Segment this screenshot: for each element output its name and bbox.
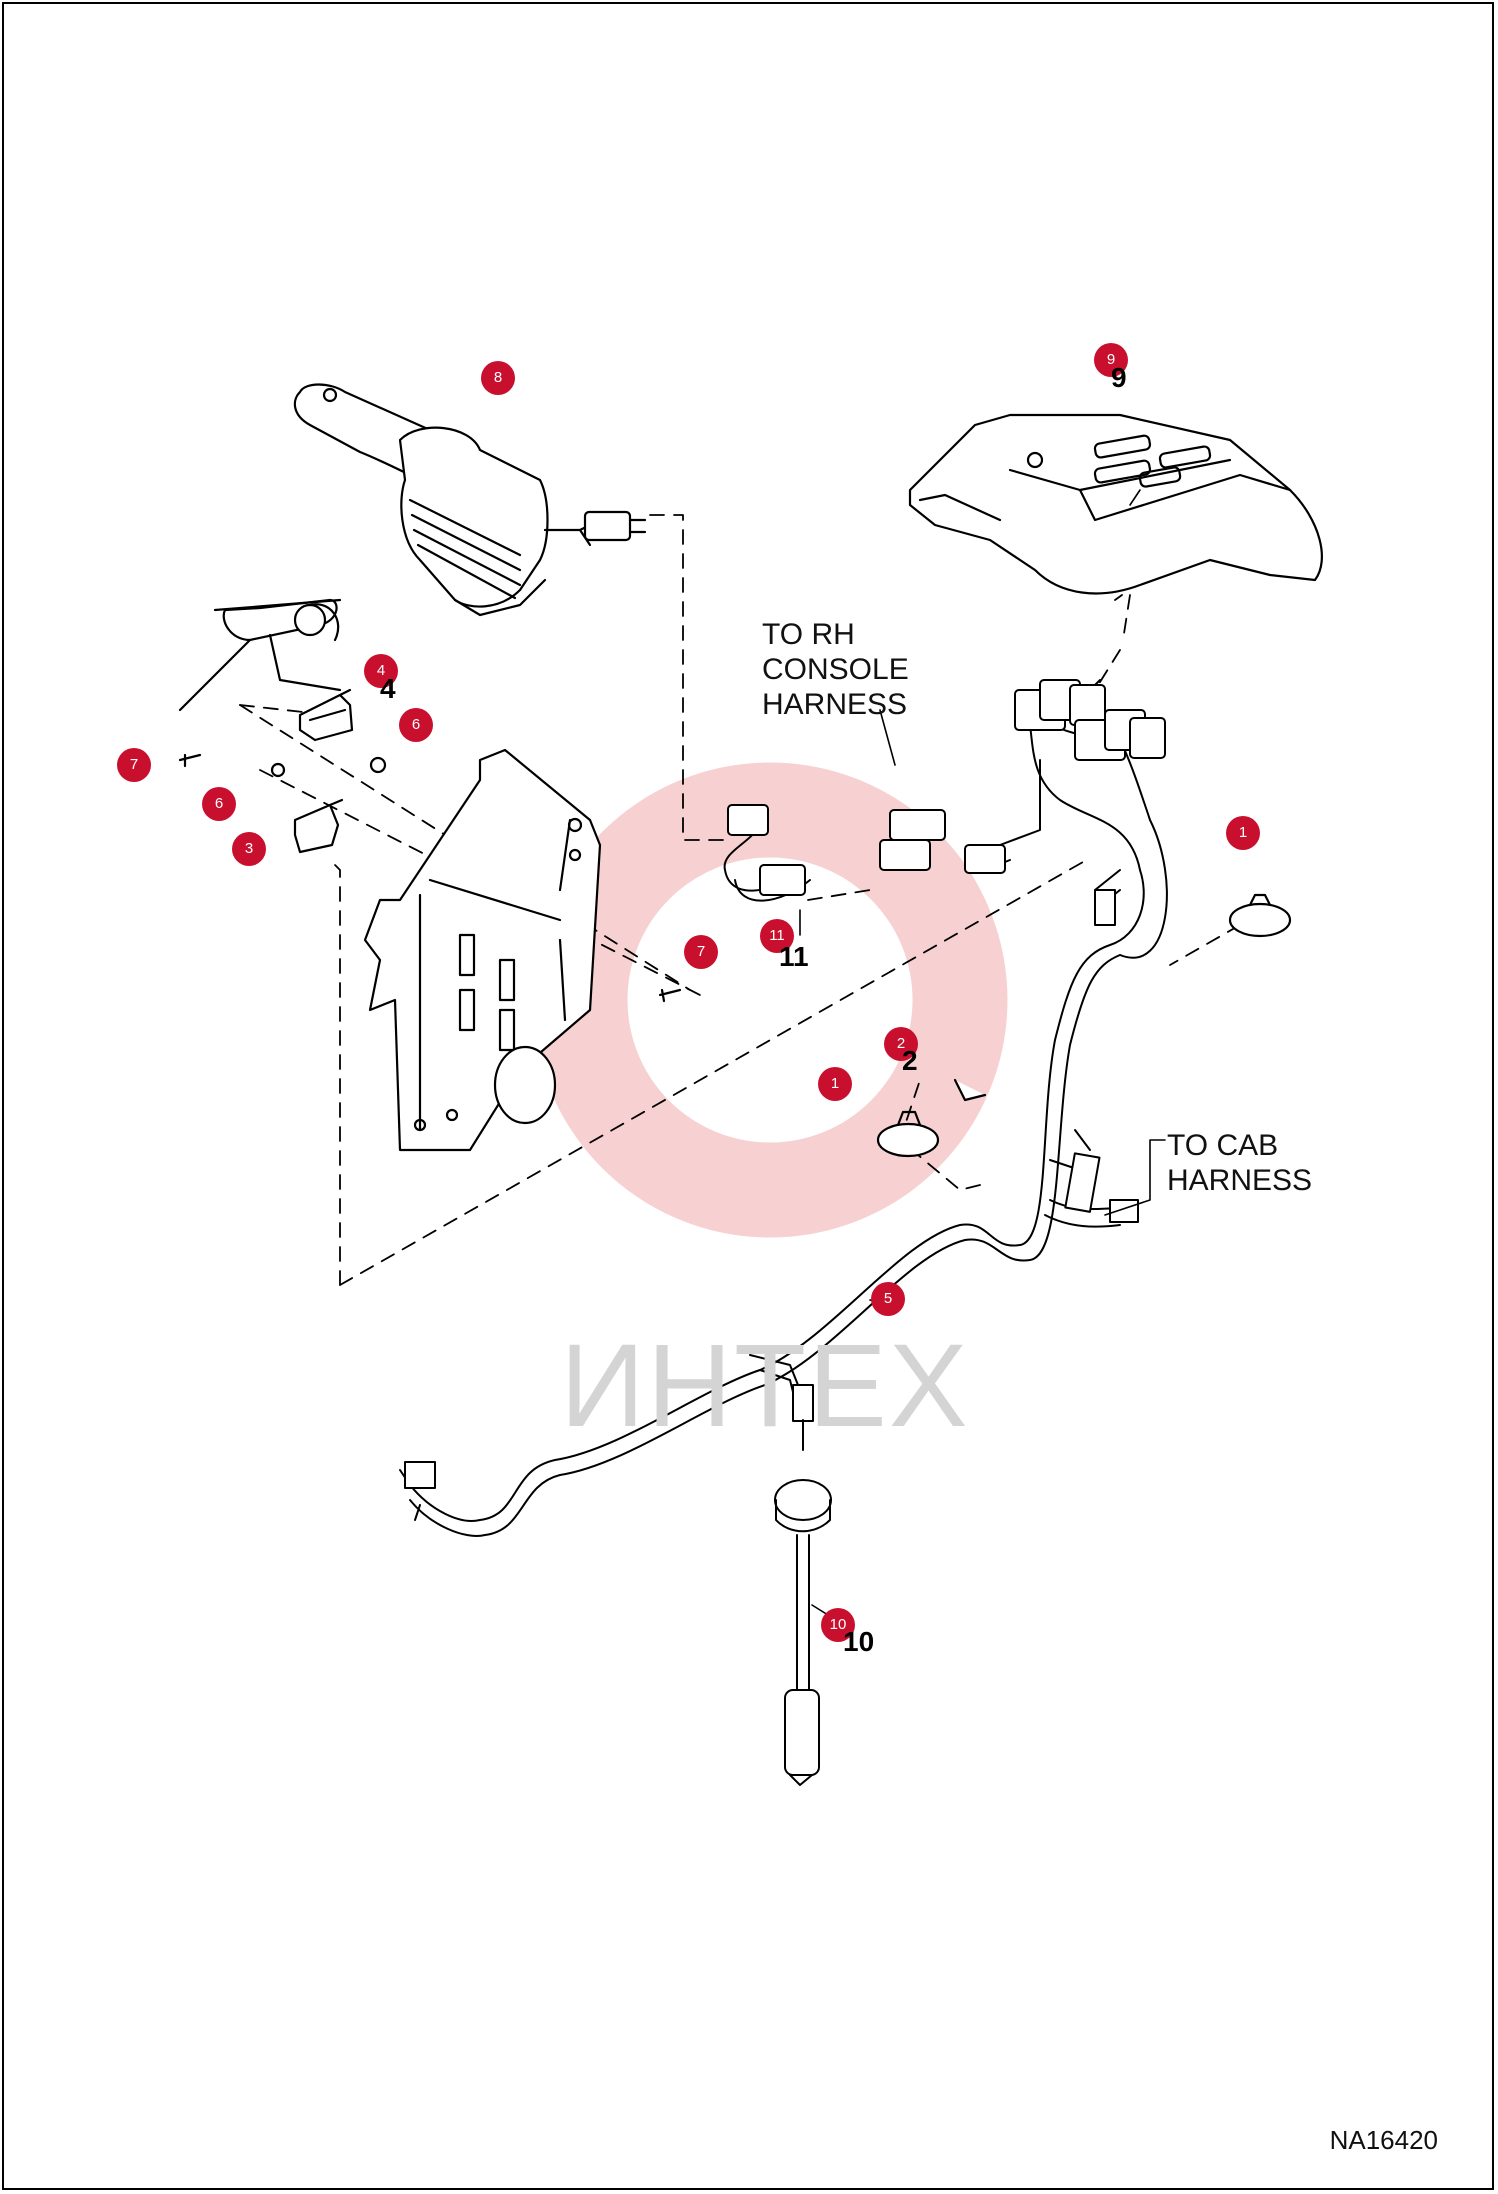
watermark-text: ИНТЕХ	[560, 1320, 970, 1452]
note-cab-harness: TO CAB HARNESS	[1167, 1129, 1313, 1197]
part-number-4: 4	[380, 673, 396, 704]
callout-9: 9	[1094, 343, 1128, 377]
wire-harness	[399, 679, 1168, 1786]
clamp-1-right	[1228, 893, 1292, 938]
callout-1: 1	[818, 1067, 852, 1101]
callout-8: 8	[481, 361, 515, 395]
switch-3	[293, 798, 344, 854]
callout-3: 3	[232, 832, 266, 866]
part-number-9: 9	[1111, 362, 1127, 393]
callout-4: 4	[364, 654, 398, 688]
callout-10: 10	[821, 1608, 855, 1642]
callout-7: 7	[684, 935, 718, 969]
callout-1: 1	[1226, 816, 1260, 850]
joystick-handle	[293, 383, 647, 617]
callout-7: 7	[117, 748, 151, 782]
callout-6: 6	[202, 787, 236, 821]
part-number-2: 2	[902, 1045, 918, 1076]
fasteners	[178, 753, 987, 1102]
figure-id: NA16420	[1329, 2125, 1438, 2155]
part-number-11: 11	[779, 941, 809, 972]
callout-6: 6	[399, 708, 433, 742]
pivot-bracket	[178, 598, 342, 712]
callout-11: 11	[760, 919, 794, 953]
callout-5: 5	[871, 1282, 905, 1316]
part-number-10: 10	[843, 1626, 875, 1657]
mounting-bracket	[363, 748, 602, 1152]
console-cover	[908, 413, 1323, 595]
clamp-1-center	[876, 1110, 940, 1158]
callout-2: 2	[884, 1027, 918, 1061]
switch-4	[298, 688, 354, 742]
note-rh-console-harness: TO RH CONSOLE HARNESS	[762, 618, 909, 721]
